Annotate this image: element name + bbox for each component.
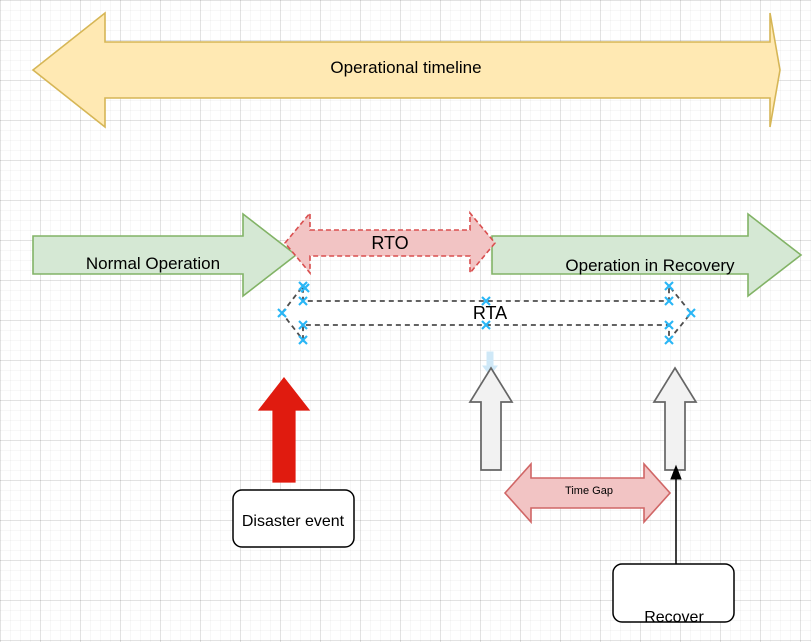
rta-handle-top-right-outer[interactable] — [664, 281, 674, 291]
rta-handle-right-tip[interactable] — [686, 308, 696, 318]
rta-handle-bottom-mid[interactable] — [481, 320, 491, 330]
normal-operation-arrow[interactable] — [32, 212, 298, 298]
operation-in-recovery-arrow[interactable] — [491, 212, 803, 298]
recover-completed-box[interactable] — [612, 563, 735, 623]
rta-handle-bottom-left-outer[interactable] — [298, 335, 308, 345]
rta-handle-bottom-right-inner[interactable] — [664, 320, 674, 330]
rta-handle-left-tip[interactable] — [277, 308, 287, 318]
rta-handle-bottom-right-outer[interactable] — [664, 335, 674, 345]
time-gap-arrow[interactable] — [503, 461, 672, 525]
disaster-event-marker-arrow[interactable] — [257, 377, 311, 483]
operational-timeline-arrow[interactable] — [31, 11, 781, 129]
rta-handle-top-right-inner[interactable] — [664, 296, 674, 306]
recovery-marker-arrow[interactable] — [652, 366, 698, 471]
rta-arrow[interactable] — [280, 283, 693, 343]
rta-handle-top-left-inner[interactable] — [298, 296, 308, 306]
recover-completed-connector[interactable] — [670, 464, 682, 564]
rta-handle-top-mid[interactable] — [481, 296, 491, 306]
disaster-event-box[interactable] — [232, 489, 355, 548]
rta-handle-bottom-left-inner[interactable] — [298, 320, 308, 330]
rta-selection-handles[interactable] — [277, 281, 696, 345]
rto-arrow[interactable] — [283, 210, 497, 276]
rpo-marker-arrow[interactable] — [468, 366, 514, 471]
rto-selection-handle[interactable] — [300, 283, 310, 293]
